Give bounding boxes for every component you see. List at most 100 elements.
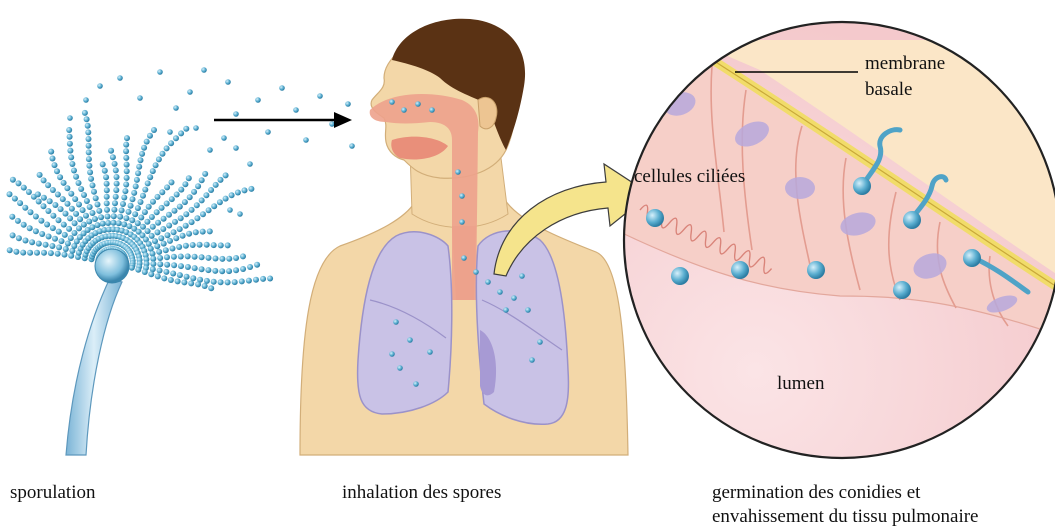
spore — [155, 273, 161, 279]
spore — [248, 186, 254, 192]
label-membrane: membrane — [865, 52, 945, 76]
spore — [134, 177, 140, 183]
spore — [68, 253, 74, 259]
spore — [185, 253, 191, 259]
spore — [192, 265, 198, 271]
spore — [86, 143, 92, 149]
spore — [240, 266, 246, 272]
spore — [28, 209, 34, 215]
spore — [48, 149, 54, 155]
spore — [137, 95, 143, 101]
spore — [69, 161, 75, 167]
spore — [180, 233, 186, 239]
spore — [10, 177, 16, 183]
spore — [187, 194, 193, 200]
spore-chains — [7, 110, 274, 291]
spore — [55, 251, 61, 257]
spore — [9, 214, 15, 220]
spore — [68, 235, 74, 241]
spore — [164, 145, 170, 151]
spore — [455, 169, 461, 175]
spore — [65, 201, 71, 207]
spore — [150, 261, 156, 267]
spore — [202, 171, 208, 177]
spore — [145, 228, 151, 234]
label-lumen: lumen — [777, 372, 825, 396]
spore — [208, 285, 214, 291]
spore — [113, 167, 119, 173]
spore — [178, 254, 184, 260]
spore — [23, 238, 29, 244]
spore — [161, 216, 167, 222]
spore — [213, 256, 219, 262]
spore — [232, 279, 238, 285]
spore — [160, 226, 166, 232]
spore — [114, 181, 120, 187]
spore — [187, 89, 193, 95]
spore — [200, 211, 206, 217]
spore — [317, 93, 323, 99]
spore — [124, 168, 130, 174]
spore — [27, 250, 33, 256]
spore — [123, 155, 129, 161]
spore — [201, 67, 207, 73]
spore — [225, 242, 231, 248]
spore — [204, 278, 210, 284]
spore — [178, 130, 184, 136]
spore — [427, 349, 433, 355]
spore — [61, 222, 67, 228]
spore — [254, 262, 260, 268]
ear — [478, 97, 497, 128]
spore — [7, 191, 13, 197]
spore — [227, 207, 233, 213]
spore — [171, 254, 177, 260]
spore — [413, 381, 419, 387]
spore — [169, 196, 175, 202]
spore — [130, 196, 136, 202]
magnified-tissue — [620, 22, 1055, 458]
spore — [199, 177, 205, 183]
spore — [146, 204, 152, 210]
spore — [157, 268, 163, 274]
spore — [27, 225, 33, 231]
spore — [229, 192, 235, 198]
spore — [166, 212, 172, 218]
spore — [246, 278, 252, 284]
spore — [13, 249, 19, 255]
spore — [157, 255, 163, 261]
spore — [233, 267, 239, 273]
spore — [97, 83, 103, 89]
spore — [10, 232, 16, 238]
spore — [138, 199, 144, 205]
spore — [237, 211, 243, 217]
spore — [170, 246, 176, 252]
spore — [255, 97, 261, 103]
spore — [182, 199, 188, 205]
spore — [345, 101, 351, 107]
spore — [15, 218, 21, 224]
spore — [86, 156, 92, 162]
spore — [207, 147, 213, 153]
spore — [182, 181, 188, 187]
airborne-spores — [67, 67, 355, 217]
spore — [247, 161, 253, 167]
spore — [193, 125, 199, 131]
spore — [67, 141, 73, 147]
spore — [63, 246, 69, 252]
spore — [164, 254, 170, 260]
spore — [135, 220, 141, 226]
caption-germination-line2: envahissement du tissu pulmonaire — [712, 505, 978, 529]
spore — [92, 216, 98, 222]
spore — [150, 168, 156, 174]
spore — [124, 162, 130, 168]
spore — [171, 262, 177, 268]
spore — [52, 236, 58, 242]
spore — [199, 197, 205, 203]
spore — [33, 228, 39, 234]
spore — [44, 222, 50, 228]
spore — [212, 268, 218, 274]
spore — [122, 188, 128, 194]
spore — [117, 214, 123, 220]
spore — [104, 194, 110, 200]
spore — [150, 256, 156, 262]
